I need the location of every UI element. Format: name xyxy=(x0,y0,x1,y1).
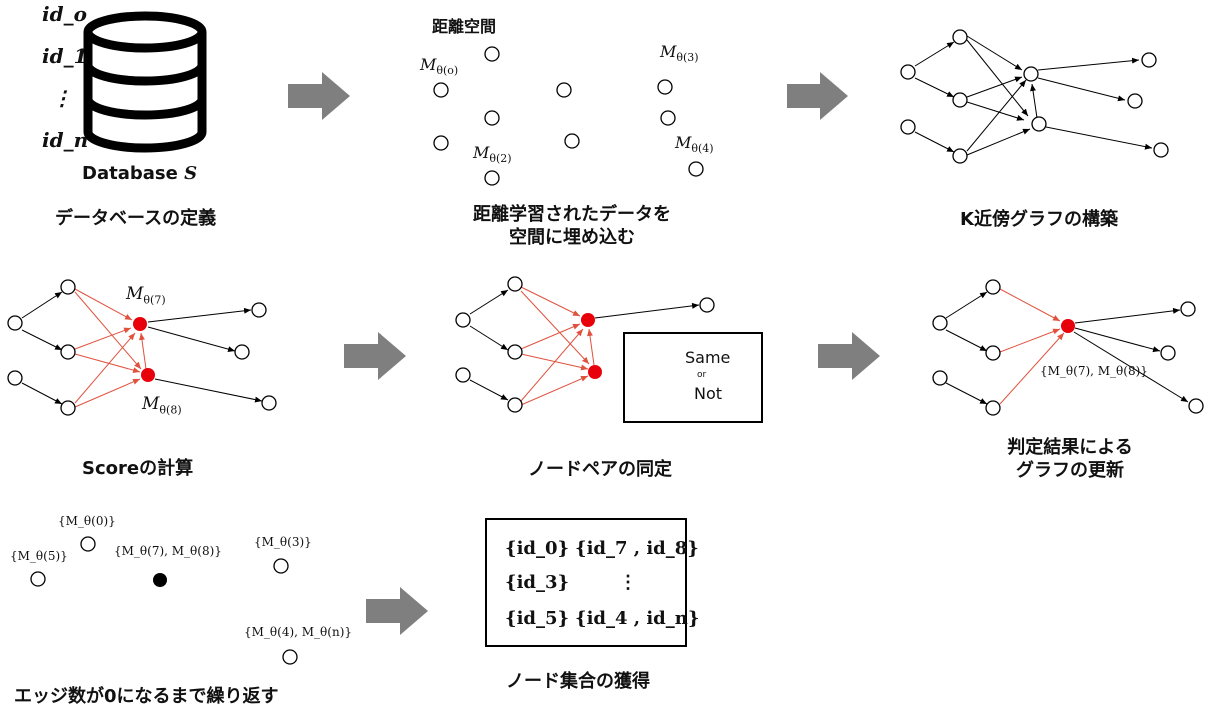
score-graph-red-edges xyxy=(74,288,147,408)
label-m-theta-7: Mθ(7) xyxy=(126,284,166,307)
set-ellipsis: ⋮ xyxy=(619,572,637,593)
update-graph-black-edges xyxy=(945,291,1189,405)
merged-cluster-node xyxy=(153,573,167,587)
set-m-theta-7-8: {M_θ(7), M_θ(8)} xyxy=(114,544,222,558)
database-symbol: S xyxy=(184,163,198,184)
caption-graph-update: 判定結果による グラフの更新 xyxy=(985,436,1155,482)
merged-node xyxy=(1061,319,1075,333)
label-m-theta-4: Mθ(4) xyxy=(675,133,714,156)
id-label-o: id_o xyxy=(42,2,87,26)
set-m-theta-5: {M_θ(5)} xyxy=(10,549,68,563)
flow-arrow-5 xyxy=(366,587,428,635)
set-id-7-8: {id_7 , id_8} xyxy=(575,538,699,559)
label-m-theta-8: Mθ(8) xyxy=(142,394,182,417)
caption-graph-update-line1: 判定結果による xyxy=(1007,437,1133,458)
set-m-theta-4-n: {M_θ(4), M_θ(n)} xyxy=(244,625,353,639)
label-m-theta-2: Mθ(2) xyxy=(473,143,512,166)
set-m-theta-3: {M_θ(3)} xyxy=(254,535,312,549)
flow-arrow-4 xyxy=(818,332,880,380)
database-icon xyxy=(83,11,207,153)
caption-node-pair: ノードペアの同定 xyxy=(528,459,672,480)
caption-metric-embedding: 距離学習されたデータを 空間に埋め込む xyxy=(452,203,692,249)
id-label-n: id_n xyxy=(42,128,89,152)
metric-space-title: 距離空間 xyxy=(432,17,497,36)
score-graph-nodes xyxy=(7,279,277,416)
set-id-0: {id_0} xyxy=(505,538,570,559)
merged-node-label: {M_θ(7), M_θ(8)} xyxy=(1040,364,1148,378)
pair-graph-red-edges xyxy=(520,286,595,406)
id-label-dots: ⋮ xyxy=(52,86,72,110)
pair-highlight-nodes xyxy=(581,313,602,379)
database-label: Database S xyxy=(82,163,198,184)
label-m-theta-o: Mθ(o) xyxy=(420,55,459,78)
or-label: or xyxy=(697,370,707,380)
caption-score: Scoreの計算 xyxy=(82,458,194,479)
flow-arrow-1 xyxy=(288,72,350,120)
caption-knn-graph: K近傍グラフの構築 xyxy=(960,209,1118,230)
caption-repeat: エッジ数が0になるまで繰り返す xyxy=(14,686,279,707)
knn-graph-edges xyxy=(914,35,1153,156)
set-id-4-n: {id_4 , id_n} xyxy=(575,608,700,629)
score-highlight-nodes xyxy=(133,317,155,382)
label-m-theta-3: Mθ(3) xyxy=(660,42,699,65)
caption-graph-update-line2: グラフの更新 xyxy=(1016,460,1124,481)
same-label: Same xyxy=(685,348,731,367)
set-id-5: {id_5} xyxy=(505,608,570,629)
flow-arrow-3 xyxy=(344,332,406,380)
id-label-1: id_1 xyxy=(42,44,88,68)
caption-database-definition: データベースの定義 xyxy=(55,208,217,229)
caption-metric-embedding-line2: 空間に埋め込む xyxy=(509,227,635,248)
knn-graph-nodes xyxy=(900,29,1169,164)
same-or-not-box: Same or Not xyxy=(623,332,763,423)
pair-graph-black-edges xyxy=(469,289,700,401)
caption-metric-embedding-line1: 距離学習されたデータを xyxy=(473,204,671,225)
node-set-box: {id_0} {id_7 , id_8} {id_3} ⋮ {id_5} {id… xyxy=(485,518,699,647)
set-id-3: {id_3} xyxy=(505,572,570,593)
flow-arrow-2 xyxy=(787,72,848,120)
pair-graph-nodes xyxy=(455,276,715,413)
score-graph-black-edges xyxy=(21,291,263,405)
update-graph-nodes xyxy=(932,279,1204,416)
update-graph-red-edges xyxy=(999,288,1065,405)
caption-node-set: ノード集合の獲得 xyxy=(506,671,650,692)
not-label: Not xyxy=(694,384,723,403)
cluster-nodes xyxy=(30,536,298,665)
set-m-theta-0: {M_θ(0)} xyxy=(58,514,116,528)
metric-space-nodes xyxy=(433,46,704,186)
